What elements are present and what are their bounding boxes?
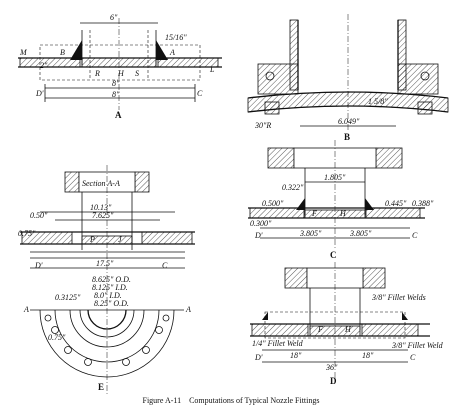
- panel-a-weld-right: [156, 40, 168, 60]
- panel-d-pt: H: [344, 325, 352, 334]
- panel-a-pt: R: [94, 69, 100, 78]
- panel-a-dim-bottom: 8": [112, 90, 120, 99]
- panel-d-dim: 18": [290, 351, 302, 360]
- panel-e-cut-right: A: [185, 305, 191, 314]
- panel-e-section-label: Section A-A: [82, 179, 120, 188]
- panel-c-weld-left: [296, 198, 305, 210]
- panel-e-dim: 8.0" I.D.: [94, 291, 122, 300]
- panel-d-weld-note: 1/4" Fillet Weld: [252, 339, 304, 348]
- panel-a-pt: M: [19, 48, 28, 57]
- panel-a-dim-side: 2": [40, 61, 48, 70]
- panel-d-weld-note: 3/8" Fillet Welds: [371, 293, 426, 302]
- panel-a-dim-top: 6": [110, 13, 118, 22]
- panel-d-pt: F: [317, 325, 323, 334]
- panel-e-dim: 7.625": [92, 211, 114, 220]
- panel-c-dim: 0.300": [250, 219, 272, 228]
- panel-c-dim: 0.322": [282, 183, 304, 192]
- panel-a: 6" 8" 8" 2" 15/16" M B A L R S H D': [18, 13, 222, 120]
- panel-d-weld: [402, 312, 408, 320]
- panel-a-dim-mid: 8": [112, 79, 120, 88]
- caption-text: Computations of Typical Nozzle Fittings: [189, 396, 320, 405]
- panel-a-weld-left: [70, 40, 82, 60]
- panel-d-dim: 36": [325, 363, 338, 372]
- panel-e-dim: 8.25" O.D.: [94, 299, 129, 308]
- panel-a-pt: S: [135, 69, 139, 78]
- panel-c-pt: H: [339, 209, 347, 218]
- panel-b-dim-width: 6.049": [338, 117, 360, 126]
- panel-e: Section A-A 10.13" 7.625" 0.50" 0.75" 17…: [18, 165, 195, 395]
- panel-e-pt: J: [118, 235, 122, 244]
- panel-e-label: E: [98, 382, 104, 392]
- panel-b: 6.049" 30"R 1 5/8" B: [247, 14, 449, 142]
- panel-a-pt: D': [35, 89, 44, 98]
- panel-c-dim: 0.445": [385, 199, 407, 208]
- panel-e-dim: 0.75": [48, 333, 66, 342]
- panel-d-dim: 18": [362, 351, 374, 360]
- panel-a-pt: L: [209, 65, 215, 74]
- panel-e-pt: C: [162, 261, 168, 270]
- panel-c: 0.322" 1.805" 3.805" 3.805" 0.445" 0.388…: [248, 140, 434, 260]
- panel-a-pt: A: [169, 48, 175, 57]
- panel-c-pt: D': [254, 231, 263, 240]
- figure-caption: Figure A-11 Computations of Typical Nozz…: [0, 396, 462, 405]
- panel-d: 18" 18" 36" 3/8" Fillet Welds 1/4" Fille…: [250, 262, 444, 386]
- panel-c-dim: 0.500": [262, 199, 284, 208]
- panel-a-pt: B: [60, 48, 65, 57]
- panel-e-dim: 10.13": [90, 203, 112, 212]
- panel-d-pt: C: [410, 353, 416, 362]
- panel-d-pt: D': [254, 353, 263, 362]
- panel-e-pt: D': [34, 261, 43, 270]
- panel-a-pt: C: [197, 89, 203, 98]
- panel-e-dim: 0.50": [30, 211, 48, 220]
- panel-e-pt: P: [89, 235, 95, 244]
- panel-a-pt: H: [117, 69, 125, 78]
- caption-number: Figure A-11: [142, 396, 182, 405]
- panel-e-cut-left: A: [23, 305, 29, 314]
- panel-d-weld: [262, 312, 268, 320]
- panel-e-dim: 17.5": [96, 259, 114, 268]
- panel-c-pt: F: [311, 209, 317, 218]
- panel-b-label: B: [344, 132, 350, 142]
- panel-e-dim: 8.625" O.D.: [92, 275, 131, 284]
- figure-drawing: 6" 8" 8" 2" 15/16" M B A L R S H D': [18, 13, 449, 395]
- panel-c-dim: 0.388": [412, 199, 434, 208]
- panel-c-label: C: [330, 250, 337, 260]
- panel-a-label: A: [115, 110, 122, 120]
- panel-c-weld-right: [365, 198, 374, 210]
- panel-b-dim-thk: 1 5/8": [368, 97, 388, 106]
- panel-d-label: D: [330, 376, 337, 386]
- panel-c-pt: C: [412, 231, 418, 240]
- panel-d-weld-note: 3/8" Fillet Weld: [391, 341, 444, 350]
- panel-a-dim-weld: 15/16": [165, 33, 187, 42]
- panel-b-dim-radius: 30"R: [254, 121, 271, 130]
- panel-e-dim: 8.125" I.D.: [92, 283, 128, 292]
- panel-c-dim: 3.805": [299, 229, 322, 238]
- panel-c-dim: 1.805": [324, 173, 346, 182]
- panel-c-dim: 3.805": [349, 229, 372, 238]
- panel-e-dim: 0.3125": [55, 293, 81, 302]
